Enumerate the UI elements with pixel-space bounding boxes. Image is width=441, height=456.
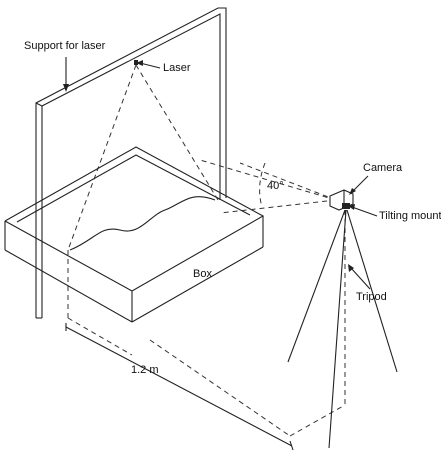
tripod-label: Tripod xyxy=(356,291,387,303)
laser-beam xyxy=(67,64,219,251)
camera-icon xyxy=(329,189,354,211)
leader-lines xyxy=(63,57,378,290)
angle-label: 40° xyxy=(267,180,284,192)
box xyxy=(4,146,265,323)
laser-label: Laser xyxy=(163,62,191,74)
camera-label: Camera xyxy=(363,162,403,174)
laser-support-frame xyxy=(35,7,227,319)
camera-sight-lines xyxy=(199,159,337,214)
laser-icon xyxy=(134,60,138,65)
floor-dashed-lines xyxy=(67,210,346,437)
box-label: Box xyxy=(193,268,212,280)
distance-dimension xyxy=(65,323,294,451)
tripod xyxy=(287,209,398,449)
tilting-mount-label: Tilting mount xyxy=(379,210,441,222)
support-label: Support for laser xyxy=(24,40,106,52)
distance-label: 1.2 m xyxy=(131,364,159,376)
